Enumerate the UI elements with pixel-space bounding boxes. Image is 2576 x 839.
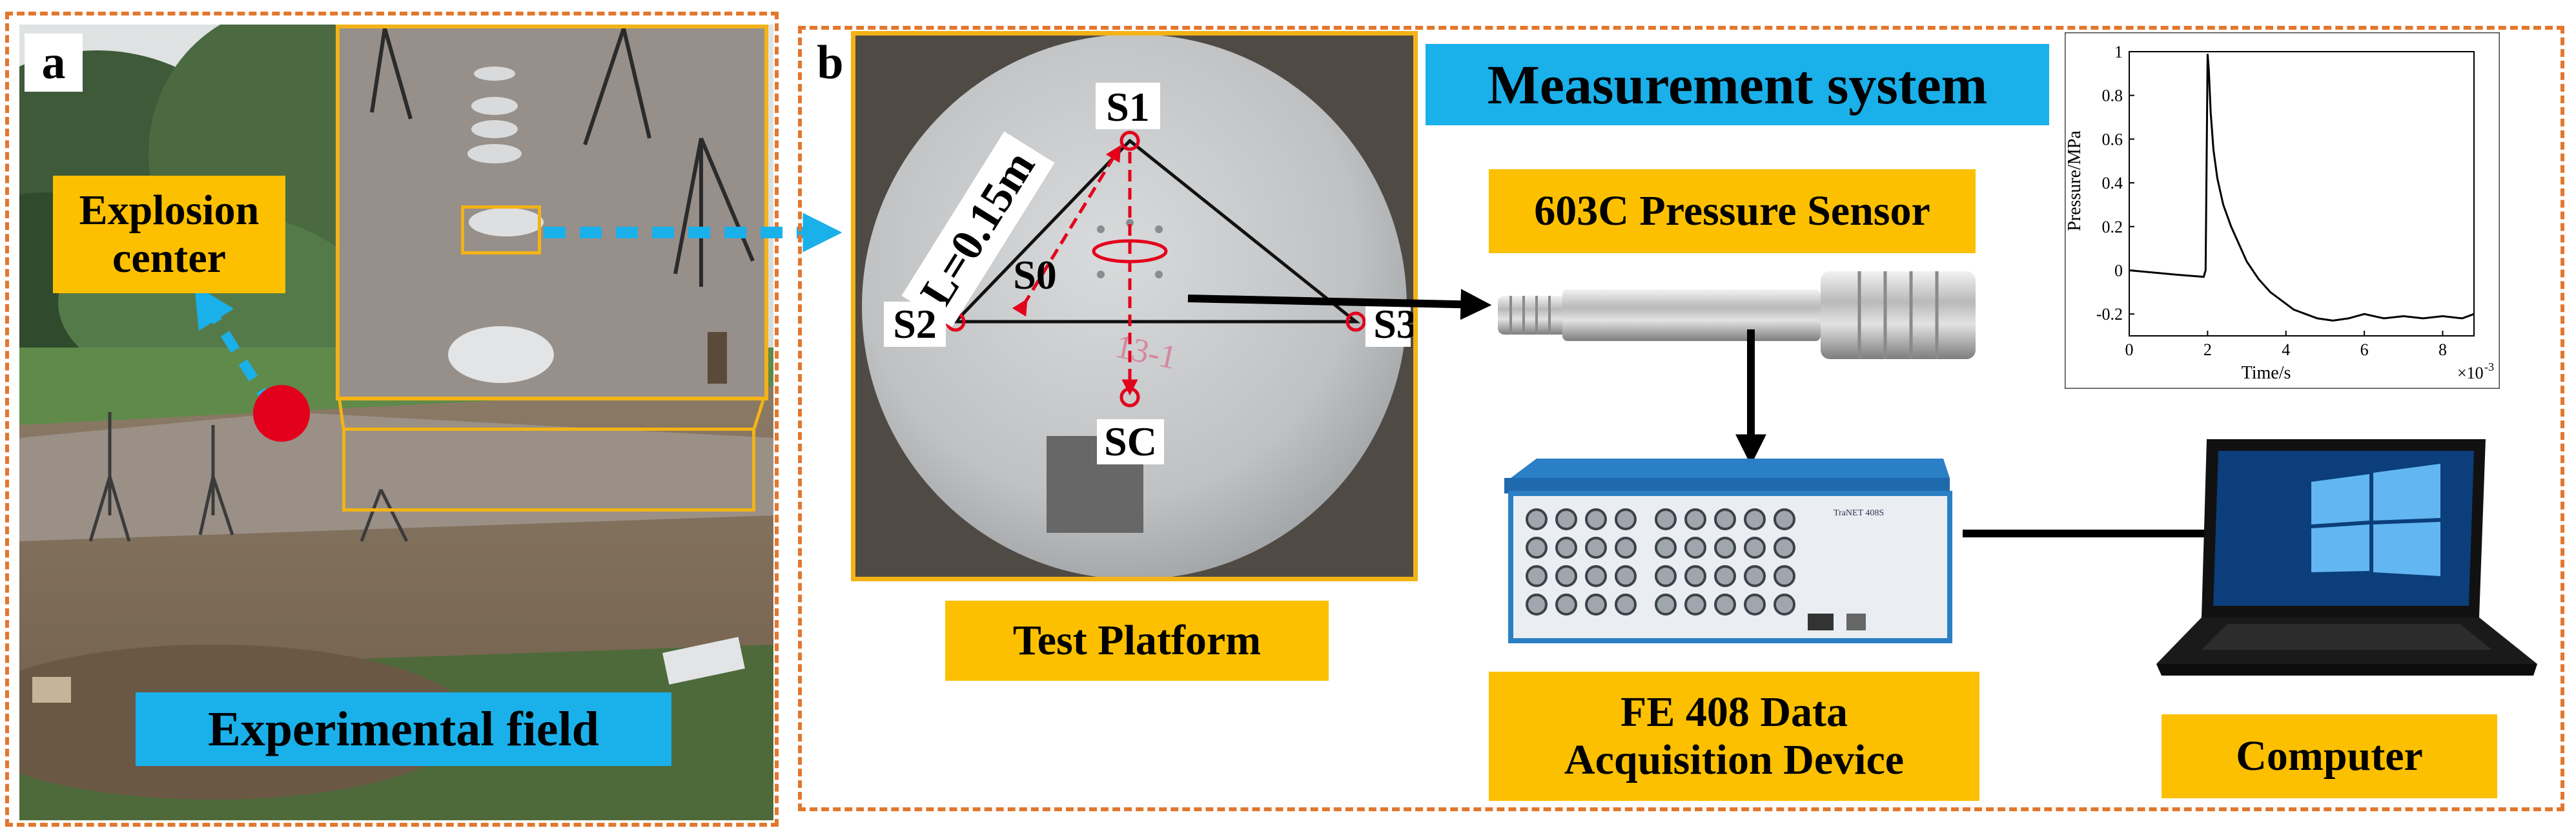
- daq-connector-port: [1745, 510, 1764, 529]
- daq-connector-port: [1745, 595, 1764, 614]
- daq-connector-port: [1745, 566, 1764, 586]
- daq-connector-port: [1557, 566, 1576, 586]
- daq-brand-text: TraNET 408S: [1834, 508, 1884, 518]
- daq-connector-port: [1557, 510, 1576, 529]
- daq-connector-port: [1527, 510, 1546, 529]
- daq-connector-port: [1616, 510, 1635, 529]
- daq-connector-port: [1656, 566, 1675, 586]
- daq-connector-port: [1586, 595, 1606, 614]
- daq-connector-port: [1686, 510, 1705, 529]
- daq-connector-port: [1715, 510, 1735, 529]
- daq-connector-port: [1616, 566, 1635, 586]
- daq-connector-port: [1775, 595, 1794, 614]
- daq-connector-port: [1715, 538, 1735, 557]
- daq-connector-port: [1745, 538, 1764, 557]
- computer-illustration: [2156, 430, 2544, 689]
- arrow-platform-to-sensor: [1188, 298, 1482, 305]
- daq-connector-port: [1656, 510, 1675, 529]
- daq-connector-port: [1586, 566, 1606, 586]
- daq-connector-port: [1775, 566, 1794, 586]
- daq-connector-port: [1775, 510, 1794, 529]
- computer-label: Computer: [2162, 714, 2497, 798]
- daq-connector-port: [1616, 538, 1635, 557]
- daq-connector-port: [1686, 538, 1705, 557]
- daq-connector-port: [1557, 595, 1576, 614]
- daq-connector-port: [1656, 595, 1675, 614]
- daq-connector-port: [1715, 595, 1735, 614]
- daq-connector-port: [1616, 595, 1635, 614]
- daq-connector-port: [1586, 510, 1606, 529]
- daq-connector-port: [1686, 595, 1705, 614]
- daq-connector-port: [1527, 538, 1546, 557]
- daq-connector-port: [1686, 566, 1705, 586]
- daq-device-label: FE 408 Data Acquisition Device: [1489, 672, 1979, 801]
- daq-connector-port: [1527, 566, 1546, 586]
- daq-connector-port: [1715, 566, 1735, 586]
- daq-connector-port: [1557, 538, 1576, 557]
- daq-connector-port: [1656, 538, 1675, 557]
- daq-connector-port: [1527, 595, 1546, 614]
- daq-connector-port: [1775, 538, 1794, 557]
- daq-device-illustration: TraNET 408S: [1498, 452, 1963, 646]
- daq-connector-port: [1586, 538, 1606, 557]
